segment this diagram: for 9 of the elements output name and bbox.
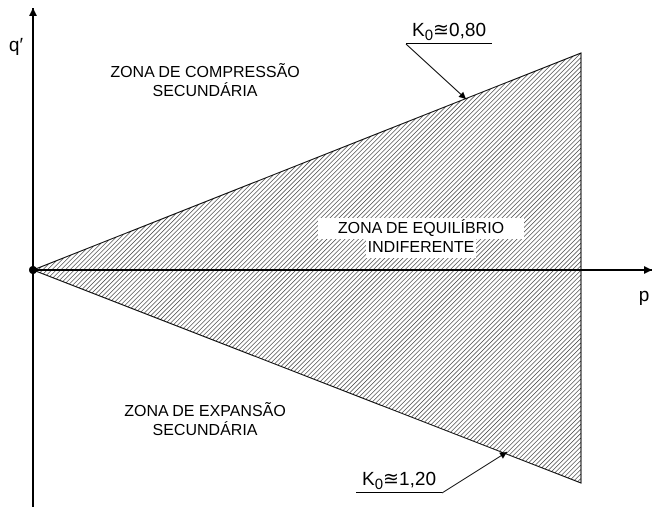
leader-line bbox=[406, 44, 466, 100]
leader-line bbox=[442, 452, 508, 494]
zone-label: ZONA DE EQUILÍBRIO INDIFERENTE bbox=[336, 219, 506, 257]
callout-label: K$_{0}$≊0,80 bbox=[406, 20, 492, 44]
axis-label: q′ bbox=[8, 36, 24, 55]
axis-label: p bbox=[638, 286, 650, 305]
callout-label: K$_{0}$≊1,20 bbox=[356, 469, 442, 493]
zone-label: ZONA DE COMPRESSÃO SECUNDÁRIA bbox=[109, 63, 301, 101]
zone-label: ZONA DE EXPANSÃO SECUNDÁRIA bbox=[123, 402, 287, 440]
